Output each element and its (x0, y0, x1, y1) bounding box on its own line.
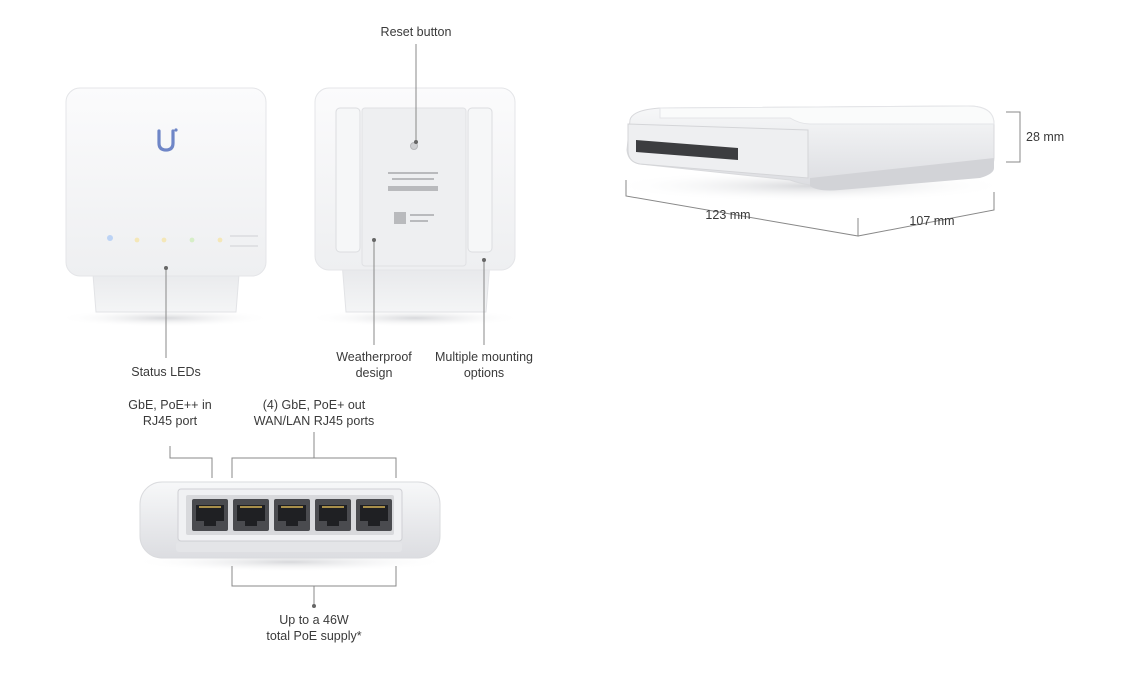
reset-button-label: Reset button (380, 25, 452, 39)
led-icon (217, 237, 223, 243)
rj45-port-icon (274, 499, 310, 531)
led-icon (107, 235, 113, 241)
port-opening-icon (636, 140, 738, 160)
ubiquiti-logo-icon (157, 129, 175, 152)
dimension-line-depth (857, 192, 995, 237)
front-view (57, 87, 273, 358)
dimension-line-width (625, 180, 859, 237)
dimension-line-height (1006, 111, 1021, 163)
poe-out-label: (4) GbE, PoE+ out WAN/LAN RJ45 ports (253, 398, 375, 428)
mount-rail-right (467, 107, 493, 253)
port-view (130, 432, 450, 608)
led-icon (134, 237, 140, 243)
poe-supply-label: Up to a 46W total PoE supply* (266, 613, 362, 643)
weatherproof-label: Weatherproof design (336, 350, 412, 380)
regulatory-label (388, 172, 438, 224)
callout-line (169, 446, 213, 478)
depth-dimension-label: 107 mm (909, 214, 955, 228)
callout-line (231, 457, 397, 478)
mounting-label: Multiple mounting options (435, 350, 533, 380)
rj45-port-icon (356, 499, 392, 531)
status-led-row (107, 235, 258, 247)
rj45-port-icon (192, 499, 228, 531)
width-dimension-label: 123 mm (705, 208, 751, 222)
rj45-port-group (192, 499, 392, 531)
led-icon (189, 237, 195, 243)
front-face (65, 87, 267, 277)
status-leds-label: Status LEDs (131, 365, 201, 379)
led-icon (161, 237, 167, 243)
poe-in-label: GbE, PoE++ in RJ45 port (128, 398, 212, 428)
reset-button-icon (410, 142, 418, 150)
back-view (307, 44, 523, 345)
rj45-port-icon (233, 499, 269, 531)
height-dimension-label: 28 mm (1026, 130, 1065, 144)
rj45-port-icon (315, 499, 351, 531)
mount-rail-left (335, 107, 361, 253)
perspective-view (610, 105, 1021, 237)
